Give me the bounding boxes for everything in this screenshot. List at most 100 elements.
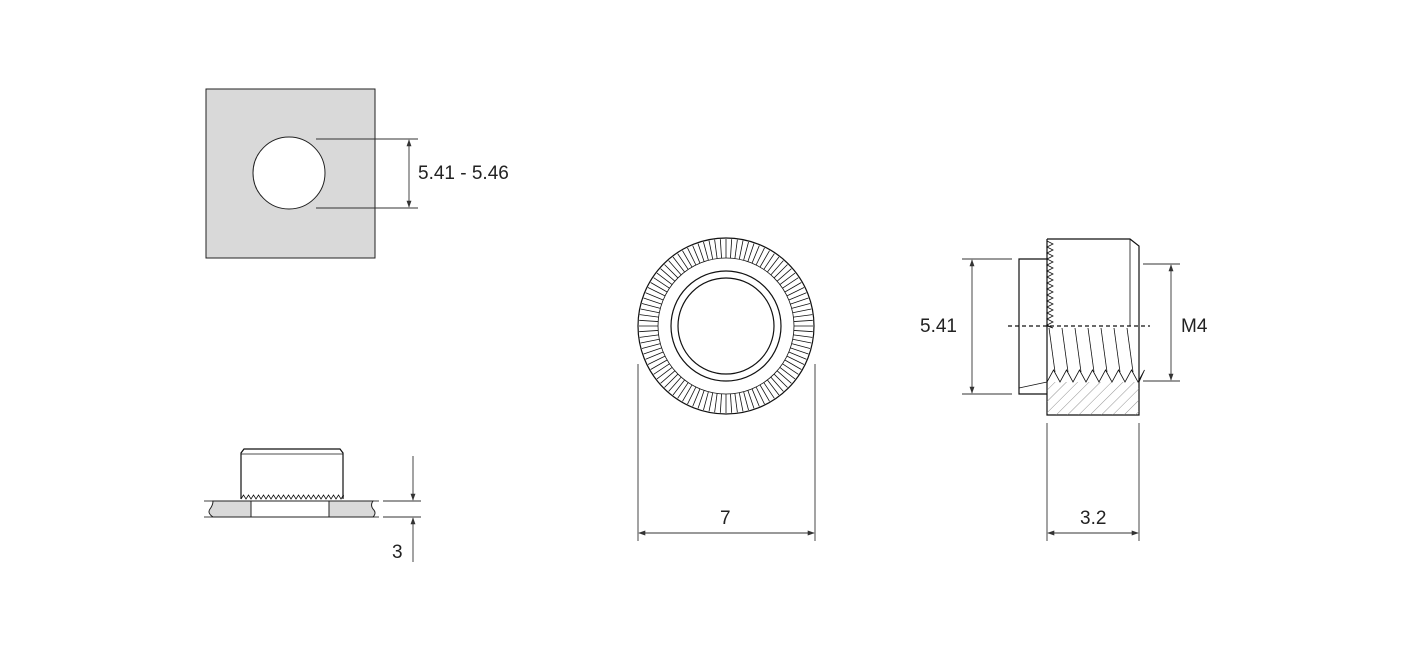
front-view: 7: [637, 237, 816, 541]
knurl-tooth: [650, 282, 668, 293]
knurl-tooth: [793, 314, 813, 318]
knurl-tooth: [730, 393, 733, 413]
knurl-tooth: [763, 382, 775, 399]
knurl-tooth: [786, 287, 805, 297]
knurl-tooth: [714, 393, 718, 413]
knurl-tooth: [747, 243, 755, 262]
knurl-tooth: [692, 245, 701, 264]
knurl-tooth: [643, 347, 662, 355]
front-outer-circle: [637, 237, 815, 415]
knurl-tooth: [793, 319, 813, 322]
knurl-tooth: [639, 314, 659, 318]
knurl-tooth: [734, 393, 738, 413]
knurl-tooth: [773, 264, 788, 279]
side-length-label: 3.2: [1080, 508, 1106, 529]
knurl-tooth: [751, 388, 760, 407]
sheet-left-section: [208, 500, 252, 518]
knurl-tooth: [682, 384, 693, 402]
knurl-tooth: [641, 303, 661, 309]
knurl-tooth: [792, 338, 812, 344]
knurl-tooth: [687, 386, 697, 405]
hole-dimension-label: 5.41 - 5.46: [418, 163, 509, 184]
knurl-tooth: [692, 388, 701, 407]
knurl-tooth: [656, 272, 673, 285]
knurl-tooth: [668, 376, 682, 392]
side-shank-taper: [1018, 381, 1048, 389]
knurl-tooth: [779, 367, 796, 380]
knurl-tooth: [641, 343, 661, 349]
knurl-tooth: [660, 370, 676, 384]
knurl-tooth: [779, 272, 796, 285]
knurl-tooth: [786, 355, 805, 365]
knurl-tooth: [784, 282, 802, 293]
knurl-tooth: [677, 382, 689, 399]
front-shank-circle: [670, 270, 782, 382]
nut-body: [240, 448, 344, 499]
knurl-tooth: [755, 247, 765, 266]
knurl-tooth: [759, 250, 770, 268]
knurl-tooth: [782, 363, 799, 375]
knurl-tooth: [759, 384, 770, 402]
knurl-tooth: [643, 297, 662, 305]
mounting-hole: [252, 136, 326, 210]
nut-knurl-edge: [240, 494, 344, 500]
knurl-tooth: [653, 363, 670, 375]
knurl-tooth: [763, 253, 775, 270]
side-knurl-zigzag: [1046, 240, 1054, 329]
front-thread-hole: [677, 277, 775, 375]
knurl-tooth: [788, 292, 807, 301]
knurl-tooth: [734, 239, 738, 259]
installed-dimension-label: 3: [392, 542, 403, 563]
knurl-tooth: [647, 287, 666, 297]
knurl-tooth: [639, 334, 659, 338]
knurl-tooth: [640, 338, 660, 344]
knurl-tooth: [714, 239, 718, 259]
side-view: 5.41 M4 3.2: [920, 238, 1208, 541]
knurl-tooth: [668, 260, 682, 276]
knurl-tooth: [687, 247, 697, 266]
knurl-tooth: [773, 373, 788, 388]
side-height-label: 5.41: [920, 316, 957, 337]
knurl-tooth: [697, 390, 705, 409]
knurl-tooth: [708, 240, 714, 260]
knurl-tooth: [782, 277, 799, 289]
knurl-tooth: [645, 351, 664, 360]
knurl-tooth: [767, 379, 780, 396]
knurl-tooth: [703, 241, 709, 261]
knurl-tooth: [791, 303, 811, 309]
knurl-tooth: [793, 334, 813, 338]
knurl-tooth: [677, 253, 689, 270]
knurl-tooth: [719, 239, 722, 259]
knurl-tooth: [767, 256, 780, 273]
knurl-tooth: [719, 393, 722, 413]
knurl-tooth: [790, 347, 809, 355]
knurl-tooth: [645, 292, 664, 301]
knurl-tooth: [755, 386, 765, 405]
knurl-tooth: [770, 260, 784, 276]
knurl-tooth: [792, 308, 812, 314]
knurl-tooth: [640, 308, 660, 314]
knurl-tooth: [770, 376, 784, 392]
side-thread-label: M4: [1181, 316, 1208, 337]
knurl-tooth: [639, 330, 659, 333]
side-thread-lines: [1048, 327, 1134, 373]
knurl-tooth: [672, 256, 685, 273]
thread-line: [1126, 327, 1134, 373]
knurl-tooth: [730, 239, 733, 259]
knurl-tooth: [664, 373, 679, 388]
knurl-tooth: [788, 351, 807, 360]
side-thread-teeth: [1046, 369, 1145, 383]
knurl-tooth: [639, 319, 659, 322]
knurl-tooth: [697, 243, 705, 262]
knurl-tooth: [751, 245, 760, 264]
knurl-tooth: [793, 330, 813, 333]
knurl-tooth: [653, 277, 670, 289]
knurl-tooth: [650, 359, 668, 370]
installed-view: 3: [204, 448, 421, 563]
knurl-tooth: [776, 370, 792, 384]
knurl-tooth: [776, 268, 792, 282]
knurl-tooth: [703, 391, 709, 411]
sheet-right-section: [328, 500, 376, 518]
front-dimension-label: 7: [720, 508, 731, 529]
